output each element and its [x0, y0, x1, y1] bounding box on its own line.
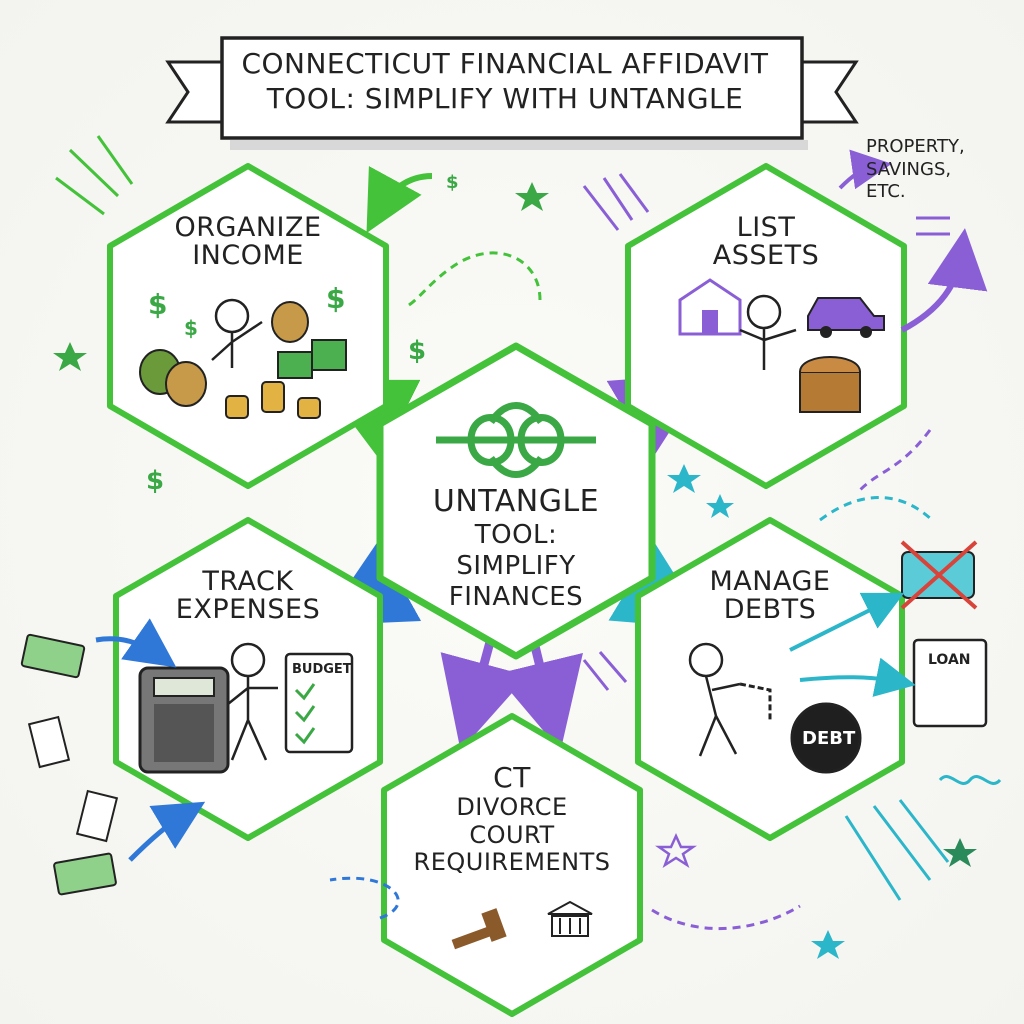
income-illustration — [139, 298, 347, 419]
track-expenses-line-1: TRACK — [202, 566, 294, 597]
dollar-sign: $ — [326, 282, 346, 315]
person-icon — [688, 642, 741, 757]
dollar-sign: $ — [408, 336, 427, 366]
side-note-line-3: ETC. — [866, 181, 906, 202]
center-hub-label: UNTANGLE TOOL: SIMPLIFY FINANCES — [400, 484, 632, 614]
manage-debts-line-2: DEBTS — [723, 594, 817, 626]
center-line-2: TOOL: — [474, 520, 558, 550]
money-bag-icon — [139, 301, 309, 407]
loan-tag: LOAN — [928, 652, 971, 668]
title-banner — [165, 36, 859, 150]
dollar-sign: $ — [446, 172, 459, 193]
credit-card-crossed-icon — [900, 540, 978, 610]
star-icon — [811, 930, 845, 959]
budget-tag: BUDGET — [292, 662, 352, 677]
track-expenses-label: TRACK EXPENSES — [150, 566, 346, 626]
calculator-icon — [138, 666, 230, 774]
stars — [53, 182, 977, 959]
house-icon — [678, 278, 742, 336]
star-icon — [943, 838, 977, 867]
court-requirements-label: CT DIVORCE COURT REQUIREMENTS — [402, 761, 622, 877]
list-assets-line-1: LIST — [736, 212, 796, 243]
dollar-sign: $ — [146, 466, 165, 496]
dollar-sign: $ — [148, 288, 168, 321]
organize-income-line-1: ORGANIZE — [174, 212, 322, 243]
dollar-sign: $ — [184, 316, 198, 340]
star-icon — [655, 832, 697, 869]
side-note-line-1: PROPERTY, — [866, 136, 965, 157]
center-line-1: UNTANGLE — [432, 484, 600, 519]
debt-tag: DEBT — [802, 728, 856, 749]
manage-debts-line-1: MANAGE — [709, 566, 831, 597]
banknote-icon — [20, 633, 117, 896]
hex-court-requirements — [381, 713, 643, 1017]
assets-side-note: PROPERTY, SAVINGS, ETC. — [866, 136, 1006, 204]
star-icon — [53, 342, 87, 371]
center-line-3: SIMPLIFY — [456, 551, 576, 582]
list-assets-line-2: ASSETS — [712, 240, 820, 272]
person-icon — [227, 642, 278, 761]
hex-center — [376, 342, 656, 660]
star-icon — [706, 494, 734, 518]
organize-income-label: ORGANIZE INCOME — [150, 212, 346, 272]
court-illustration — [451, 900, 593, 950]
courthouse-icon — [547, 900, 593, 937]
court-line-1: CT — [493, 761, 531, 794]
court-line-3: COURT — [469, 820, 555, 849]
list-assets-label: LIST ASSETS — [668, 212, 864, 272]
track-expenses-line-2: EXPENSES — [175, 594, 321, 626]
title-line-1: CONNECTICUT FINANCIAL AFFIDAVIT — [241, 47, 769, 80]
knot-icon — [436, 402, 596, 478]
debts-illustration — [688, 642, 862, 774]
budget-clipboard-icon — [284, 652, 354, 754]
page-title: CONNECTICUT FINANCIAL AFFIDAVIT TOOL: SI… — [225, 46, 785, 116]
manage-debts-label: MANAGE DEBTS — [672, 566, 868, 626]
coin-stack-icon — [225, 339, 347, 419]
treasure-chest-icon — [799, 356, 861, 413]
court-line-4: REQUIREMENTS — [413, 848, 611, 877]
expenses-illustration — [138, 642, 354, 774]
star-icon — [667, 464, 701, 493]
organize-income-line-2: INCOME — [192, 240, 304, 272]
ball-and-chain-icon — [739, 682, 862, 774]
assets-illustration — [678, 278, 885, 413]
decorative-arrows — [95, 149, 988, 931]
court-line-2: DIVORCE — [456, 793, 568, 822]
person-icon — [739, 294, 797, 370]
person-icon — [211, 298, 263, 368]
center-line-4: FINANCES — [448, 582, 584, 613]
title-line-2: TOOL: SIMPLIFY WITH UNTANGLE — [266, 82, 744, 115]
car-icon — [807, 297, 885, 338]
side-note-line-2: SAVINGS, — [866, 158, 952, 180]
receipt-icon — [27, 715, 119, 843]
sketch-rays — [55, 135, 1002, 901]
gavel-icon — [451, 908, 507, 950]
star-icon — [515, 182, 549, 211]
